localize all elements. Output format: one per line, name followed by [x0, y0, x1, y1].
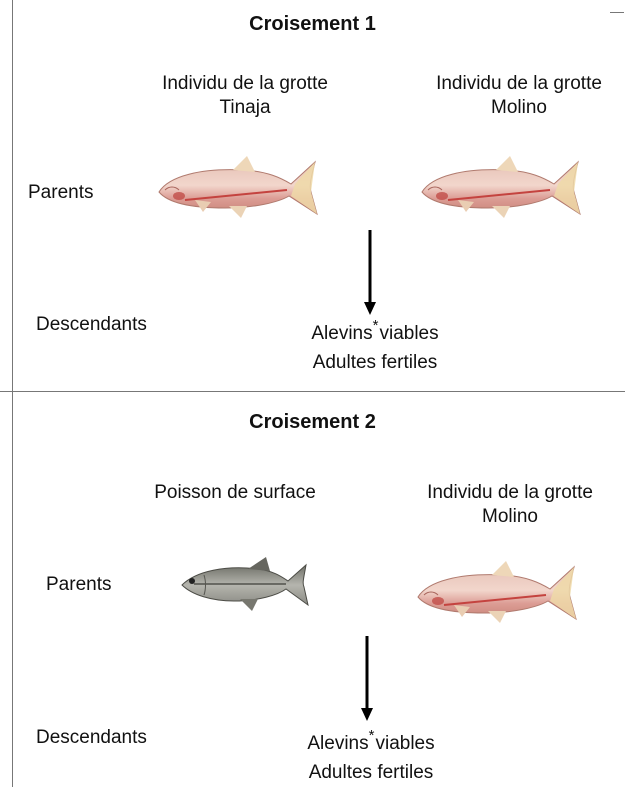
cross1-result-viables: viables: [379, 323, 438, 344]
cross2-descendants-label: Descendants: [36, 726, 147, 750]
cross1-result: Alevins*viables Adultes fertiles: [270, 322, 480, 375]
panel-border-left: [12, 0, 13, 787]
cross2-result-viables: viables: [375, 733, 434, 754]
cross2-parent-right-line1: Individu de la grotte: [395, 481, 625, 505]
cross1-parent-right-label: Individu de la grotte Molino: [404, 72, 625, 120]
cross1-parent-left-line1: Individu de la grotte: [130, 72, 360, 96]
cross1-parent-right-line2: Molino: [404, 96, 625, 120]
cross1-parent-right-line1: Individu de la grotte: [404, 72, 625, 96]
cross2-surface-fish-icon: [178, 553, 313, 615]
cross2-result-line1: Alevins*viables: [266, 732, 476, 757]
cross1-result-line1: Alevins*viables: [270, 322, 480, 347]
cross2-parent-left-line1: Poisson de surface: [120, 481, 350, 505]
cross1-parent-left-line2: Tinaja: [130, 96, 360, 120]
cross1-descendants-label: Descendants: [36, 313, 147, 337]
cross2-down-arrow-icon: [359, 636, 375, 722]
cross2-parent-left-label: Poisson de surface: [120, 481, 350, 505]
cross1-result-line2: Adultes fertiles: [270, 351, 480, 375]
cross2-cave-fish-icon: [414, 555, 584, 625]
cross1-title: Croisement 1: [0, 12, 625, 36]
panel-divider: [0, 391, 625, 392]
cross2-result-asterisk: *: [369, 727, 375, 744]
cross1-down-arrow-icon: [362, 230, 378, 316]
cross2-result-line2: Adultes fertiles: [266, 761, 476, 785]
cross1-cave-fish-right-icon: [418, 150, 588, 220]
cross2-parent-right-label: Individu de la grotte Molino: [395, 481, 625, 529]
cross2-parents-label: Parents: [46, 573, 111, 597]
cross2-result: Alevins*viables Adultes fertiles: [266, 732, 476, 785]
cross1-result-alevins: Alevins: [311, 323, 372, 344]
cross1-parent-left-label: Individu de la grotte Tinaja: [130, 72, 360, 120]
cross2-title: Croisement 2: [0, 410, 625, 434]
cross1-cave-fish-left-icon: [155, 150, 325, 220]
cross1-parents-label: Parents: [28, 181, 93, 205]
cross2-result-alevins: Alevins: [307, 733, 368, 754]
cross2-parent-right-line2: Molino: [395, 505, 625, 529]
cross1-result-asterisk: *: [373, 317, 379, 334]
